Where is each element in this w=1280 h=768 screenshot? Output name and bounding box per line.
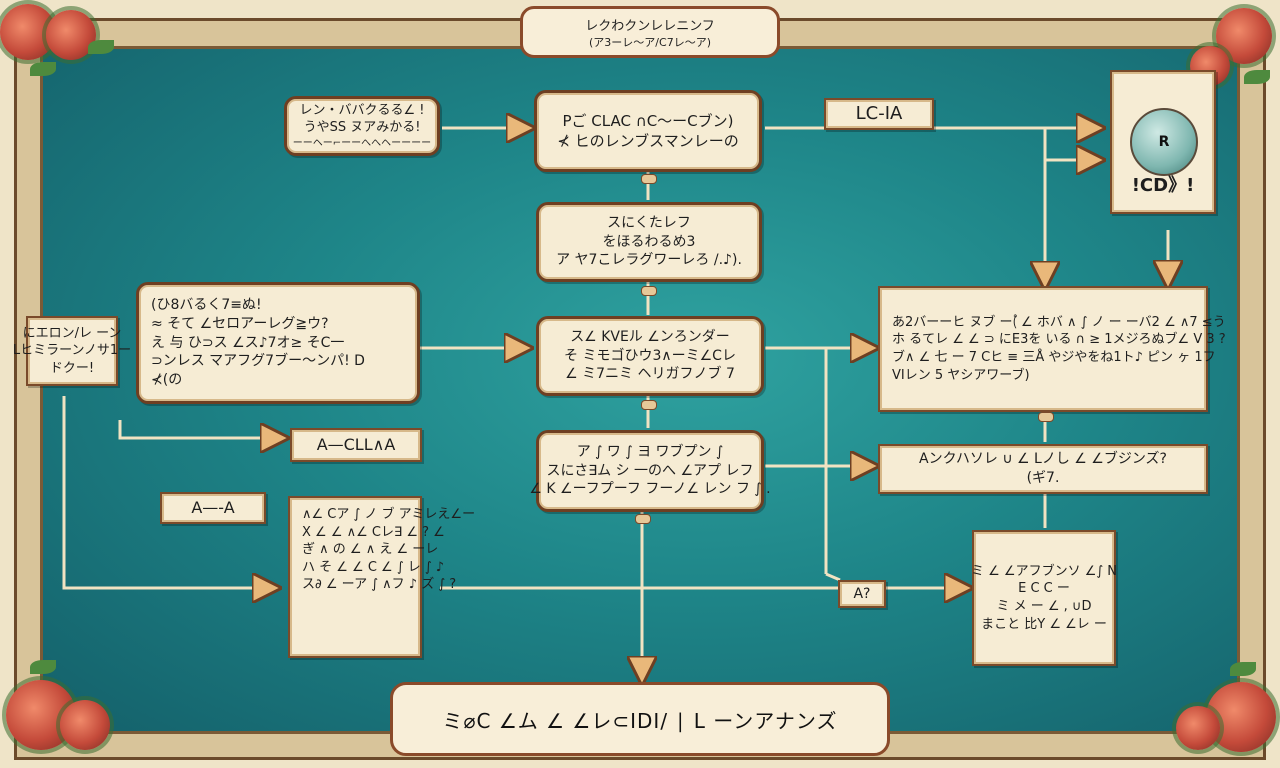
leaf-ornament	[30, 660, 56, 674]
footer-banner: ミ⌀C ∠ム ∠ ∠レ⊂IDI/ ∣ L ーンアナンズ	[390, 682, 890, 756]
lc-ia-label: LC-IA	[824, 98, 934, 130]
list-box-lower-left: ∧∠ Cア ∫ ノ ブ アミレえ∠ー X ∠ ∠ ∧∠ Cレ∃ ∠ ? ∠ ぎ …	[288, 496, 476, 658]
footer-label: ミ⌀C ∠ム ∠ ∠レ⊂IDI/ ∣ L ーンアナンズ	[442, 708, 838, 733]
leaf-ornament	[1244, 70, 1270, 84]
connector-arrow	[118, 420, 284, 438]
box-text: ミ メ ー ∠ , ∪D	[996, 599, 1092, 614]
diagram-title: レクわクンレレニンフ	[585, 18, 715, 34]
box-text: A?	[853, 585, 871, 602]
box-text: E C C ー	[1018, 581, 1070, 597]
box-text: ブ∧ ∠ 七 ー 7 Cヒ ≡ 三Å やジやをね1ト♪ ピン ヶ 1フ	[892, 350, 1216, 365]
box-text: ∠ ミ7ニミ ヘリガフノブ 7	[565, 366, 735, 383]
box-text: にエロン/レ ーン	[22, 325, 122, 341]
process-box-lower-right: ミ ∠ ∠アフブンソ ∠∫ N E C C ー ミ メ ー ∠ , ∪D まこと…	[971, 530, 1117, 666]
box-text: A—CLL∧A	[316, 435, 396, 455]
box-text: をほるわるめ3	[602, 233, 696, 250]
process-box-middle-1: スにくたレフ をほるわるめ3 ア ヤ7こレラグワーレろ /.♪).	[536, 202, 762, 282]
box-text: ドクー!	[49, 360, 95, 376]
box-text: ア ヤ7こレラグワーレろ /.♪).	[556, 252, 742, 269]
box-text: スにさ∃ム シ 一のへ ∠アプ レフ	[546, 462, 754, 479]
connector-arrow	[1043, 128, 1100, 160]
box-text: (ひ8バるく7≡ぬ!	[151, 296, 262, 313]
box-text: ⊀(の	[151, 372, 183, 389]
box-text: ∠ K ∠ーフプーフ フーノ∠ レン フ ∫ .	[529, 481, 771, 498]
corner-flower-bottom-left-2	[60, 700, 110, 750]
box-text: !CD》!	[1131, 174, 1195, 196]
box-text: Pご CLAC ∩C〜ーCブン)	[562, 111, 734, 130]
process-box-right-wide: Aンクハソレ ∪ ∠ Lノし ∠ ∠ブジンズ? (ギ7.	[878, 444, 1208, 494]
diagram-subtitle: (ア3ーレ〜ア/C7レ〜ア)	[589, 35, 711, 49]
box-text: Lヒミラーンノサ1ー	[12, 343, 132, 359]
box-text: あ2バーーヒ ヌブ ー(゚ ∠ ホバ ∧ ∫ ノ ー ーバ2 ∠ ∧7 ≤う	[892, 314, 1226, 330]
box-text: まこと 比Y ∠ ∠レ ー	[981, 616, 1107, 632]
connector-arrow	[62, 396, 276, 588]
process-box-left-large: (ひ8バるく7≡ぬ! ≈ そて ∠セロアーレグ≧ウ? え 与 ひ⊃ス ∠ス♪7オ…	[136, 282, 420, 404]
box-text: ーーヘー⌐ーーへへヘーーーー	[292, 137, 432, 149]
connector-knob	[641, 400, 657, 410]
connector-knob	[641, 286, 657, 296]
box-text: え 与 ひ⊃ス ∠ス♪7オ≥ そC一	[151, 334, 345, 351]
box-text: ⊃ンレス マアフグ7ブー〜ンパ! D	[151, 353, 365, 370]
box-text: そ ミモゴひウ3∧ーミ∠Cレ	[564, 347, 736, 364]
box-text: LC-IA	[855, 102, 903, 124]
leaf-ornament	[88, 40, 114, 54]
status-circle-node: R	[1130, 108, 1198, 176]
box-text: ス∂ ∠ ーア ∫ ∧フ ♪ ズ ∫ ?	[302, 577, 457, 593]
process-box-top-center: Pご CLAC ∩C〜ーCブン) ⊀ ヒのレンブスマンレーの	[534, 90, 762, 172]
box-text: ハ そ ∠ ∠ C ∠ ∫ レ ∫ ♪	[302, 559, 445, 575]
box-text: レン・ババクるる∠ !	[299, 102, 425, 118]
process-box-right-long: あ2バーーヒ ヌブ ー(゚ ∠ ホバ ∧ ∫ ノ ー ーバ2 ∠ ∧7 ≤う ホ…	[878, 286, 1226, 412]
a-clla-label: A—CLL∧A	[290, 428, 422, 462]
box-text: VIレン 5 ヤシアワーブ)	[892, 367, 1030, 383]
leaf-ornament	[1230, 662, 1256, 676]
box-text: X ∠ ∠ ∧∠ Cレ∃ ∠ ? ∠	[302, 524, 445, 540]
diagram-title-banner: レクわクンレレニンフ (ア3ーレ〜ア/C7レ〜ア)	[520, 6, 780, 58]
corner-flower-bottom-right	[1206, 682, 1276, 752]
box-text: A—-A	[191, 498, 235, 518]
note-box-left-small: にエロン/レ ーン Lヒミラーンノサ1ー ドクー!	[13, 316, 131, 386]
box-text: スにくたレフ	[607, 214, 691, 231]
box-text: ≈ そて ∠セロアーレグ≧ウ?	[151, 315, 329, 332]
connector-knob	[1038, 412, 1054, 422]
note-box-top-left: レン・ババクるる∠ ! うやSS ヌアみかる! ーーヘー⌐ーーへへヘーーーー	[284, 96, 440, 156]
connector-knob	[641, 174, 657, 184]
connector-knob	[635, 514, 651, 524]
process-box-middle-3: ア ∫ ワ ∫ ヨ ワブプン ∫ スにさ∃ム シ 一のへ ∠アプ レフ ∠ K …	[529, 430, 771, 512]
box-text: ホ るてレ ∠ ∠ ⊃ にE3を いる ∩ ≥ 1メジろぬブ∠ V 3 ?	[892, 332, 1226, 348]
box-text: (ギ7.	[1026, 470, 1060, 486]
corner-flower-top-left-2	[46, 10, 96, 60]
box-text: ∧∠ Cア ∫ ノ ブ アミレえ∠ー	[302, 507, 476, 522]
a-a-label: A—-A	[160, 492, 266, 524]
connector-arrow	[825, 572, 841, 582]
box-text: ぎ ∧ の ∠ ∧ え ∠ ーレ	[302, 542, 439, 558]
box-text: ア ∫ ワ ∫ ヨ ワブプン ∫	[576, 443, 724, 460]
box-text: うやSS ヌアみかる!	[303, 120, 421, 136]
process-box-middle-2: ス∠ KVEル ∠ンろンダー そ ミモゴひウ3∧ーミ∠Cレ ∠ ミ7ニミ ヘリガ…	[536, 316, 764, 396]
box-text: ミ ∠ ∠アフブンソ ∠∫ N	[971, 563, 1117, 579]
corner-flower-bottom-right-2	[1176, 706, 1220, 750]
leaf-ornament	[30, 62, 56, 76]
box-text: ⊀ ヒのレンブスマンレーの	[557, 132, 739, 150]
box-text: ス∠ KVEル ∠ンろンダー	[570, 328, 730, 345]
a7-label: A?	[838, 580, 886, 608]
box-text: Aンクハソレ ∪ ∠ Lノし ∠ ∠ブジンズ?	[919, 451, 1167, 468]
circle-label: R	[1158, 134, 1170, 150]
